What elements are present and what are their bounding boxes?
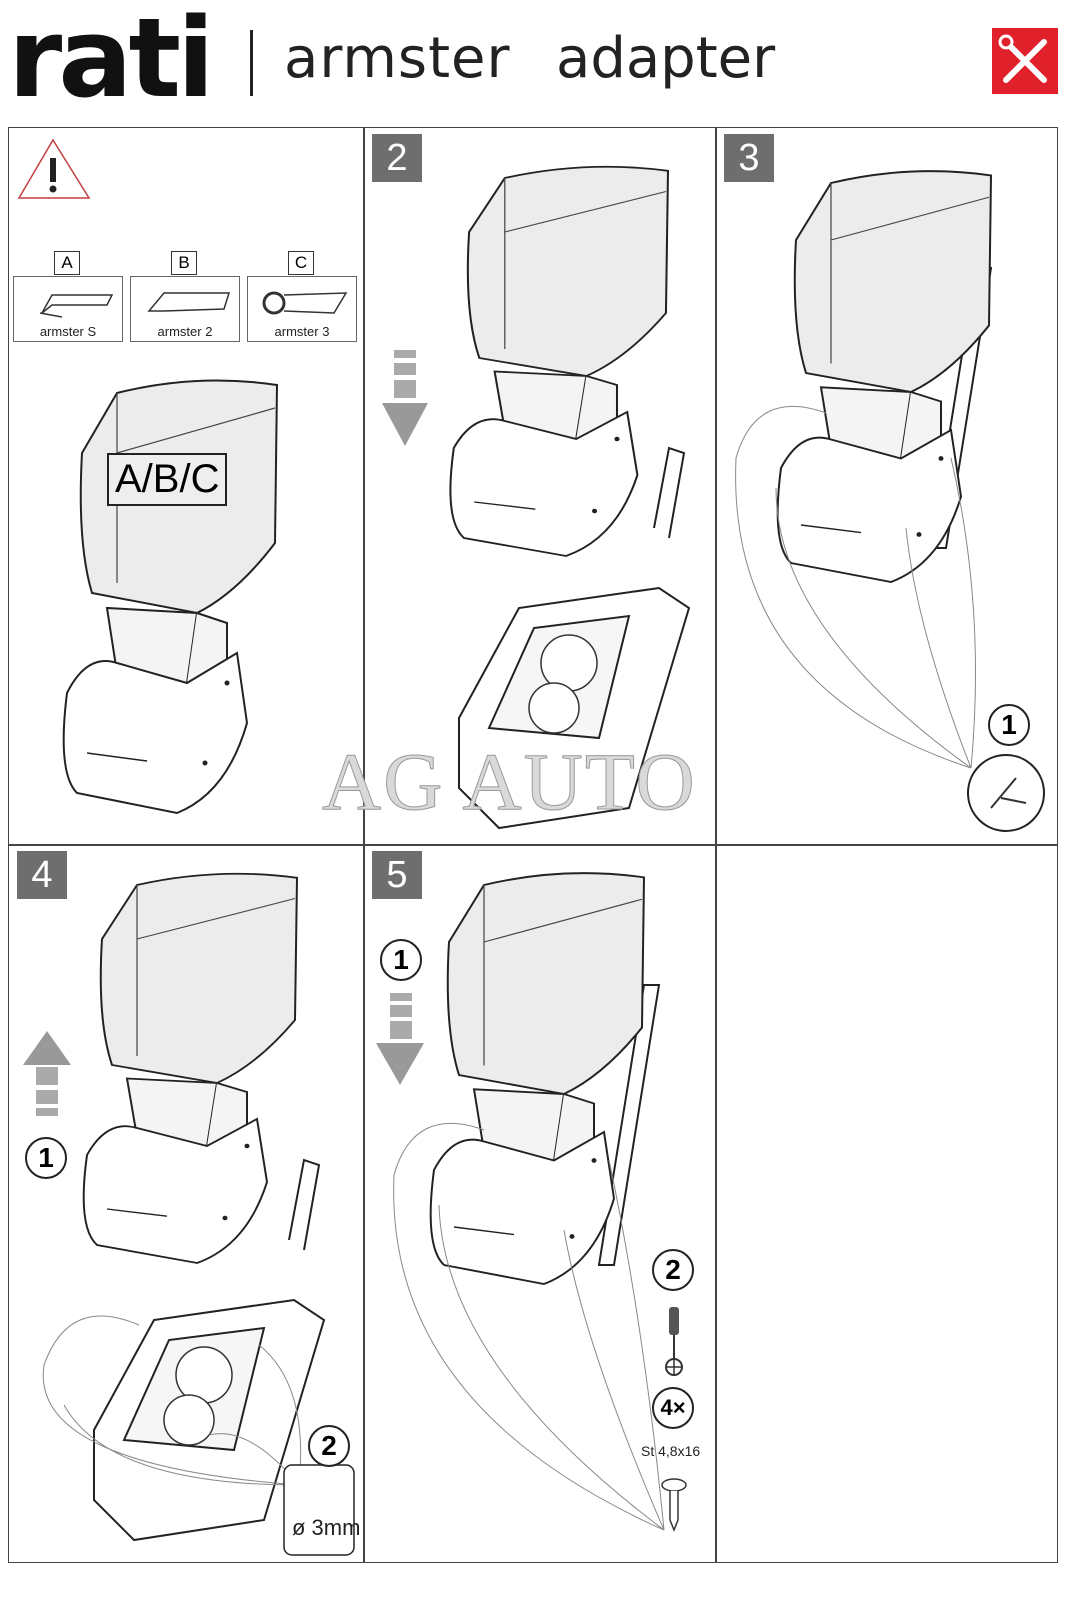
step-2-illustration [382,165,690,829]
down-arrow-icon [376,993,424,1085]
document-subtitle: adapter [556,26,776,91]
tools-icon [992,28,1058,94]
marker-1: 1 [988,704,1030,746]
screwdriver-icon [665,1307,683,1376]
variant-label: A/B/C [107,453,228,506]
warning-icon [17,138,91,199]
brand-logo: rati [8,0,215,122]
variant-letter: C [288,251,314,275]
watermark: AG AUTO [322,736,697,828]
panel-step-4: 4 1 2 ø 3mm [8,844,365,1563]
product-name: armster [284,26,511,91]
step-number: 5 [372,851,422,899]
step-3-illustration [735,170,1045,832]
step-number: 2 [372,134,422,182]
marker-1: 1 [25,1137,67,1179]
down-arrow-icon [382,350,428,446]
hand-tool-icon [967,754,1045,832]
step-4-illustration [23,872,355,1556]
screw-count: 4× [652,1387,694,1429]
screw-icon [661,1478,687,1533]
variant-name: armster 2 [157,324,213,339]
armrest-3-icon [262,291,348,315]
variant-letter: B [171,251,197,275]
drill-size: ø 3mm [292,1515,361,1540]
up-arrow-icon [23,1031,71,1116]
step-number: 3 [724,134,774,182]
marker-2: 2 [652,1249,694,1291]
panel-empty [715,844,1058,1563]
variant-letter: A [54,251,80,275]
panel-step-3: 3 1 [715,127,1058,846]
armrest-2-icon [147,292,231,312]
screw-spec: St 4,8x16 [641,1443,701,1459]
drill-icon [283,1464,355,1556]
step-number: 4 [17,851,67,899]
marker-1: 1 [380,939,422,981]
variant-name: armster S [39,324,97,339]
panel-step-2: 2 [363,127,717,846]
title-separator [250,30,253,96]
step-5-illustration [376,872,687,1533]
panel-step-5: 5 1 2 4× St 4,8x16 [363,844,717,1563]
variant-name: armster 3 [274,324,330,339]
armrest-s-icon [39,294,114,318]
marker-2: 2 [308,1425,350,1467]
